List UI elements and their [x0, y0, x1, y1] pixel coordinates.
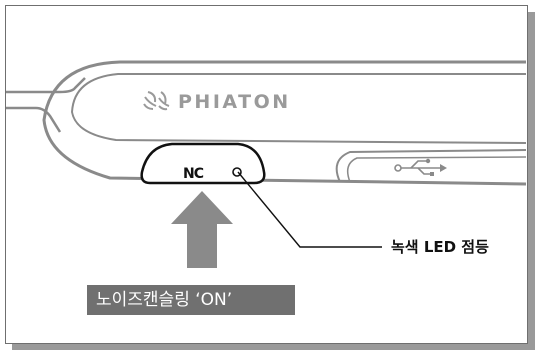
- device-body-inner: [70, 73, 527, 144]
- cable-outline: [6, 77, 86, 94]
- usb-port: [335, 149, 527, 183]
- usb-icon: [394, 158, 447, 176]
- nc-on-caption: 노이즈캔슬링 ‘ON’: [87, 285, 295, 315]
- cable-outline-lower: [6, 106, 62, 133]
- device-body-outer: [42, 60, 527, 186]
- brand-label: PHIATON: [178, 91, 291, 113]
- led-callout-label: 녹색 LED 점등: [391, 238, 489, 256]
- led-callout-line: [237, 171, 382, 248]
- usb-port-inner: [346, 156, 527, 183]
- arrow-up-icon: [171, 191, 233, 268]
- phiaton-swirl-icon: [143, 91, 170, 111]
- nc-button-label: NC: [183, 166, 204, 182]
